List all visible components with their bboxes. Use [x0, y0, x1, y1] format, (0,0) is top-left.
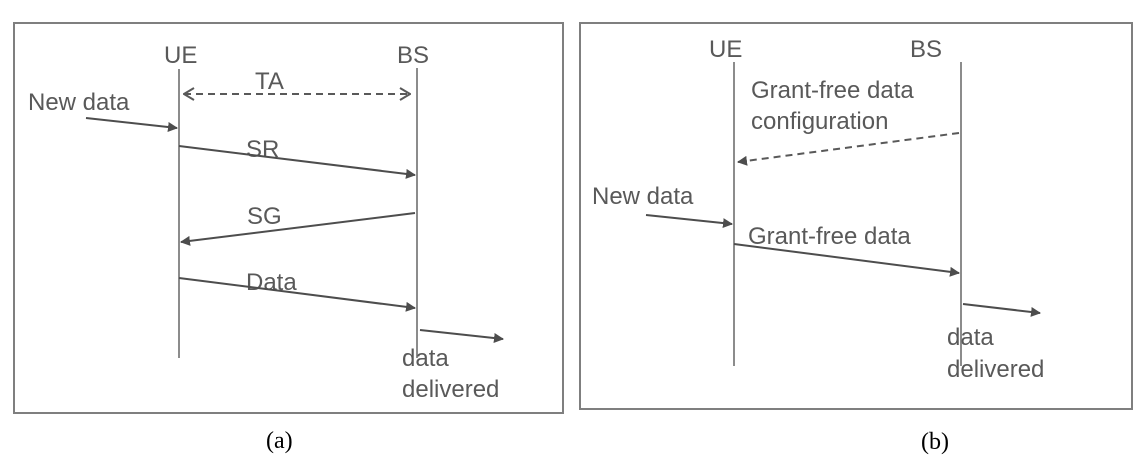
- sg-arrow: [180, 212, 416, 246]
- config-arrow: [737, 132, 960, 166]
- new-data-arrow: [645, 214, 733, 229]
- grant-free-data-label: Grant-free data: [748, 223, 911, 250]
- sr-arrow: [178, 145, 416, 179]
- ue-label: UE: [164, 42, 197, 69]
- bs-label: BS: [910, 36, 942, 63]
- ta-label: TA: [255, 68, 284, 95]
- new-data-arrow: [85, 117, 178, 132]
- sg-label: SG: [247, 203, 282, 230]
- panel-b-frame: [579, 22, 1133, 410]
- ue-label: UE: [709, 36, 742, 63]
- panel-a-frame: [13, 22, 564, 414]
- data-delivered-label-line2: delivered: [947, 356, 1044, 383]
- data-delivered-arrow: [419, 329, 504, 344]
- config-label-line2: configuration: [751, 108, 888, 135]
- sr-label: SR: [246, 136, 279, 163]
- caption-a: (a): [266, 428, 293, 454]
- config-label-line1: Grant-free data: [751, 77, 914, 104]
- new-data-label: New data: [28, 89, 130, 116]
- panel-b: UE BS Grant-free data configuration New …: [579, 22, 1133, 455]
- data-delivered-label-line2: delivered: [402, 376, 499, 403]
- data-delivered-arrow: [962, 303, 1041, 317]
- grant-free-data-arrow: [733, 243, 960, 277]
- data-delivered-label-line1: data: [947, 324, 994, 351]
- new-data-label: New data: [592, 183, 694, 210]
- bs-label: BS: [397, 42, 429, 69]
- data-delivered-label-line1: data: [402, 345, 449, 372]
- caption-b: (b): [921, 429, 949, 455]
- data-arrow: [178, 277, 416, 312]
- panel-a: UE BS TA New data SR SG Data data delive…: [13, 22, 564, 454]
